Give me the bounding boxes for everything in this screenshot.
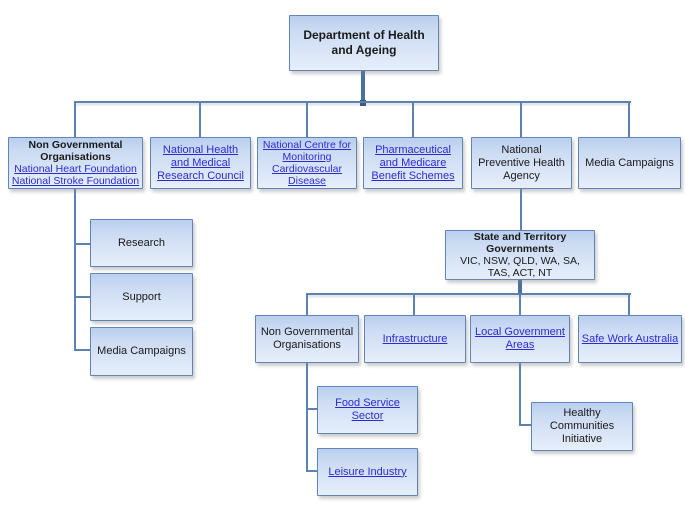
node-media-campaigns-ngo: Media Campaigns	[90, 327, 193, 376]
link-food-service-sector[interactable]: Food Service Sector	[335, 397, 400, 422]
connector-stub-healthy-communities	[519, 424, 532, 426]
connector-drop-local-government	[519, 295, 521, 315]
node-non-governmental-organisations-state: Non Governmental Organisations	[255, 315, 359, 363]
node-healthy-communities-initiative: Healthy Communities Initiative	[531, 402, 633, 451]
link-national-centre-monitoring-cardiovascular-disease[interactable]: National Centre for Monitoring Cardiovas…	[262, 139, 352, 187]
node-safe-work-australia: Safe Work Australia	[578, 315, 682, 363]
node-label: Non Governmental Organisations	[260, 326, 354, 351]
connector-stub-research	[74, 243, 91, 245]
node-title: Non Governmental Organisations	[28, 139, 123, 163]
node-non-governmental-organisations-national: Non Governmental Organisations National …	[8, 137, 143, 189]
connector-local-government-trunk	[519, 363, 521, 426]
link-national-stroke-foundation[interactable]: National Stroke Foundation	[11, 175, 140, 187]
link-national-heart-foundation[interactable]: National Heart Foundation	[14, 163, 137, 175]
connector-root-trunk	[361, 71, 365, 102]
node-food-service-sector: Food Service Sector	[317, 386, 418, 434]
connector-row4-horizontal	[306, 293, 631, 295]
connector-drop-nhmrc	[199, 103, 201, 137]
connector-npha-state	[520, 189, 522, 230]
node-label: Department of Health and Ageing	[303, 28, 425, 57]
node-label: Healthy Communities Initiative	[549, 407, 615, 445]
link-infrastructure[interactable]: Infrastructure	[382, 332, 448, 345]
connector-root-junction	[360, 100, 366, 106]
node-national-preventive-health-agency: National Preventive Health Agency	[471, 137, 572, 189]
connector-drop-npha	[520, 103, 522, 137]
node-label: Media Campaigns	[97, 345, 186, 357]
node-national-centre-monitoring-cardiovascular-disease: National Centre for Monitoring Cardiovas…	[257, 137, 357, 189]
connector-drop-ngo-state	[306, 295, 308, 315]
node-label: Support	[122, 290, 161, 303]
connector-ngo-state-trunk	[306, 363, 308, 472]
connector-stub-media-campaigns	[74, 349, 91, 351]
link-local-government-areas[interactable]: Local Government Areas	[475, 326, 565, 351]
node-local-government-areas: Local Government Areas	[470, 315, 570, 363]
node-support: Support	[90, 273, 193, 321]
connector-drop-ngo-national	[74, 103, 76, 137]
connector-drop-media-campaigns	[628, 103, 630, 137]
node-infrastructure: Infrastructure	[364, 315, 466, 363]
node-state-territory-governments: State and Territory Governments VIC, NSW…	[445, 230, 595, 280]
node-department-of-health-and-ageing: Department of Health and Ageing	[289, 15, 439, 71]
node-research: Research	[90, 219, 193, 267]
link-national-health-medical-research-council[interactable]: National Health and Medical Research Cou…	[157, 143, 244, 182]
connector-drop-pmbs	[412, 103, 414, 137]
node-national-health-medical-research-council: National Health and Medical Research Cou…	[150, 137, 251, 189]
link-safe-work-australia[interactable]: Safe Work Australia	[581, 332, 679, 345]
connector-stub-food-service	[306, 408, 318, 410]
node-label: National Preventive Health Agency	[478, 143, 565, 182]
connector-drop-infrastructure	[413, 295, 415, 315]
node-label: Research	[117, 236, 166, 249]
link-leisure-industry[interactable]: Leisure Industry	[328, 465, 407, 478]
node-subtitle: VIC, NSW, QLD, WA, SA, TAS, ACT, NT	[460, 255, 580, 279]
connector-row2-horizontal	[74, 101, 631, 103]
connector-ngo-national-trunk	[74, 189, 76, 351]
node-media-campaigns-top: Media Campaigns	[578, 137, 681, 189]
connector-stub-support	[74, 296, 91, 298]
connector-stub-leisure	[306, 470, 318, 472]
node-title: State and Territory Governments	[473, 231, 567, 255]
connector-drop-safe-work	[628, 295, 630, 315]
node-label: Media Campaigns	[585, 156, 674, 169]
node-pharmaceutical-medicare-benefit-schemes: Pharmaceutical and Medicare Benefit Sche…	[363, 137, 463, 189]
connector-state-trunk	[518, 280, 522, 294]
node-leisure-industry: Leisure Industry	[317, 448, 418, 496]
connector-drop-ncmcd	[306, 103, 308, 137]
link-pharmaceutical-medicare-benefit-schemes[interactable]: Pharmaceutical and Medicare Benefit Sche…	[371, 143, 455, 182]
